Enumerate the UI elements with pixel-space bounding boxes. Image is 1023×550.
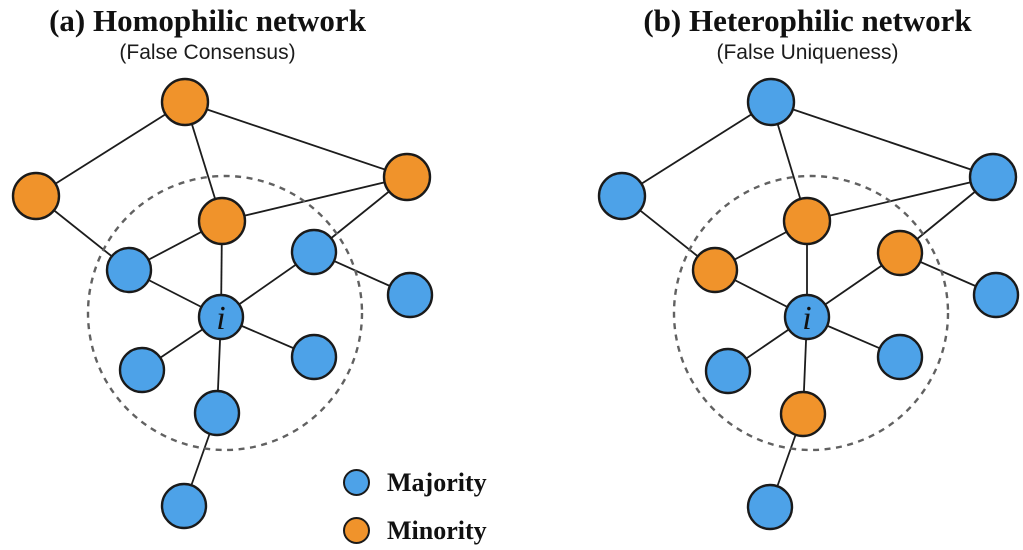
panel-b-header: (b) Heterophilic network (False Uniquene…	[600, 3, 1015, 65]
ego-boundary-circle	[672, 174, 950, 452]
majority-node-ego	[783, 293, 831, 341]
ego-node-label: i	[216, 300, 225, 337]
minority-node-inner-right	[876, 229, 924, 277]
majority-node-inner-low-left	[118, 346, 166, 394]
majority-node-icon	[343, 469, 370, 496]
majority-node-inner-bottom	[193, 389, 241, 437]
majority-node-outer-bottom	[746, 483, 794, 531]
majority-node-outer-left	[597, 171, 647, 221]
minority-node-inner-top	[782, 196, 832, 246]
legend-item-majority: Majority	[343, 467, 487, 498]
majority-node-outer-right	[968, 152, 1018, 202]
majority-node-outer-top	[746, 77, 796, 127]
network-edge	[184, 101, 408, 178]
network-edge	[621, 101, 772, 197]
minority-node-outer-top	[160, 77, 210, 127]
minority-node-inner-left	[691, 246, 739, 294]
legend-item-minority: Minority	[343, 515, 487, 546]
minority-node-outer-right	[382, 152, 432, 202]
majority-node-inner-low-right	[290, 333, 338, 381]
ego-node-label: i	[802, 300, 811, 337]
network-edge	[806, 176, 994, 222]
panel-b-title: (b) Heterophilic network	[643, 3, 972, 38]
panel-a-title: (a) Homophilic network	[49, 3, 366, 38]
minority-node-inner-top	[197, 196, 247, 246]
majority-node-inner-right	[290, 228, 338, 276]
panel-a-header: (a) Homophilic network (False Consensus)	[0, 3, 415, 65]
ego-boundary-circle	[86, 174, 364, 452]
panel-a-network: i	[11, 77, 434, 530]
panel-b-network: i	[597, 77, 1020, 531]
majority-node-inner-left	[105, 246, 153, 294]
majority-node-outer-mid-right	[972, 271, 1020, 319]
majority-node-outer-mid-right	[386, 271, 434, 319]
network-edge	[221, 176, 408, 222]
majority-node-inner-low-left	[704, 347, 752, 395]
network-edge	[35, 101, 186, 197]
legend-label-minority: Minority	[387, 516, 487, 545]
network-edge	[770, 101, 994, 178]
majority-node-outer-bottom	[160, 482, 208, 530]
legend-label-majority: Majority	[387, 468, 487, 497]
minority-node-inner-bottom	[779, 390, 827, 438]
panel-b-subtitle: (False Uniqueness)	[716, 41, 899, 64]
majority-node-ego	[197, 293, 245, 341]
majority-node-inner-low-right	[876, 333, 924, 381]
minority-node-icon	[343, 517, 370, 544]
panel-a-subtitle: (False Consensus)	[119, 41, 296, 64]
minority-node-outer-left	[11, 171, 61, 221]
legend: Majority Minority	[343, 467, 487, 546]
